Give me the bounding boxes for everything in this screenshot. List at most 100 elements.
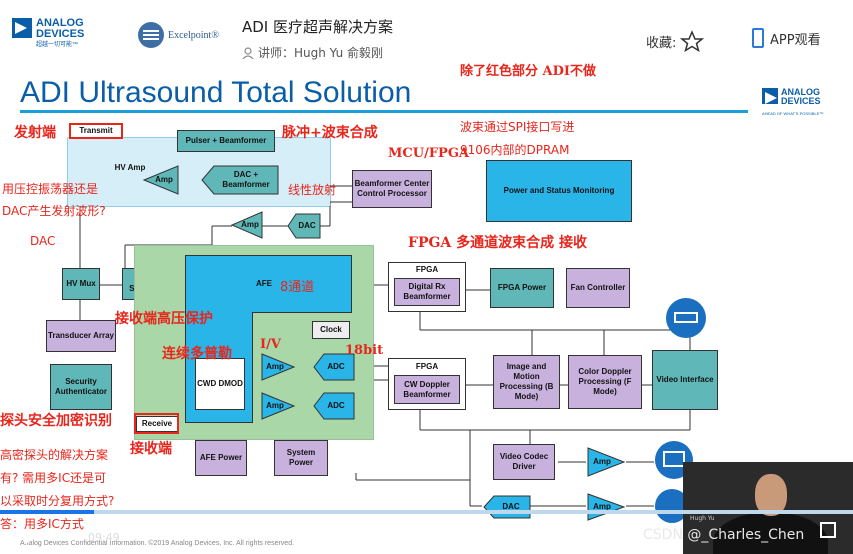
transmit-highlight — [69, 123, 123, 139]
hv-mux-block[interactable]: HV Mux — [62, 268, 100, 300]
star-icon — [680, 30, 705, 52]
cwd-dmod-block[interactable]: CWD DMOD — [195, 358, 245, 410]
adc-a-shape[interactable] — [312, 352, 356, 382]
fpga1-label: FPGA — [415, 265, 439, 274]
slide-title: ADI Ultrasound Total Solution — [20, 76, 412, 109]
video-progress-bar[interactable] — [0, 510, 853, 514]
security-authenticator-block[interactable]: Security Authenticator — [50, 364, 112, 410]
fan-controller-block[interactable]: Fan Controller — [566, 268, 630, 308]
course-title: ADI 医疗超声解决方案 — [242, 18, 394, 36]
annotation-mcu-fpga: MCU/FPGA — [388, 146, 470, 161]
video-progress-fill — [0, 510, 94, 514]
user-icon — [242, 46, 254, 59]
adi-logo-icon — [12, 18, 32, 38]
video-output-icon — [666, 298, 706, 338]
annotation-spi-2: 9106内部的DPRAM — [460, 143, 570, 157]
dac-beamformer-shape[interactable] — [200, 164, 280, 196]
receive-highlight — [134, 413, 179, 434]
adc-b-shape[interactable] — [312, 391, 356, 421]
annotation-rx-hv-protect: 接收端高压保护 — [115, 311, 213, 327]
dac-mid-label: DAC — [298, 221, 316, 230]
excelpoint-icon — [138, 22, 164, 48]
annotation-18bit: 18bit — [345, 343, 384, 358]
afe-block[interactable]: AFE — [185, 255, 352, 313]
color-doppler-processing-block[interactable]: Color Doppler Processing (F Mode) — [568, 355, 642, 409]
digital-rx-beamformer-block[interactable]: Digital Rx Beamformer — [394, 278, 460, 306]
speaker-icon — [655, 489, 689, 523]
video-interface-block[interactable]: Video Interface — [652, 350, 718, 410]
fpga-power-block[interactable]: FPGA Power — [490, 268, 554, 308]
amp-a-triangle[interactable] — [260, 352, 296, 382]
app-watch-label: APP观看 — [770, 32, 821, 48]
annotation-vco-1: 用压控振荡器还是 — [2, 182, 99, 196]
video-codec-driver-block[interactable]: Video Codec Driver — [493, 444, 555, 480]
adc-b-label: ADC — [327, 401, 345, 410]
amp-mid-triangle[interactable] — [230, 210, 264, 240]
amp-b-triangle[interactable] — [260, 391, 296, 421]
current-time: 08:21 — [46, 531, 82, 544]
csdn-watermark: CSDN @_Charles_Chen — [643, 527, 805, 543]
annotation-linear: 线性放射 — [288, 183, 337, 197]
fpga2-label: FPGA — [415, 362, 439, 371]
annotation-pulse-beam: 脉冲+波束合成 — [282, 125, 378, 141]
slide-adi-logo: ANALOG DEVICES AHEAD OF WHAT'S POSSIBLE™ — [762, 88, 823, 119]
favorite-label: 收藏: — [646, 35, 677, 51]
app-watch-button[interactable]: APP观看 — [752, 28, 821, 48]
transducer-array-block[interactable]: Transducer Array — [46, 320, 116, 352]
annotation-probe-security: 探头安全加密识别 — [0, 413, 112, 429]
amp-d-label: Amp — [593, 502, 611, 511]
clock-block[interactable]: Clock — [312, 321, 350, 339]
amp-c-triangle[interactable] — [586, 446, 626, 478]
adi-logo-line2: DEVICES — [36, 28, 85, 40]
receive-label: Receive — [136, 416, 178, 432]
cw-doppler-beamformer-block[interactable]: CW Doppler Beamformer — [394, 375, 460, 404]
annotation-hd-probe-1: 高密探头的解决方案 — [0, 448, 109, 462]
favorite-button[interactable]: 收藏: — [646, 30, 705, 52]
dac-beamformer-label: DAC + Beamformer — [222, 170, 270, 189]
slide-title-rule — [20, 110, 748, 113]
phone-icon — [752, 28, 764, 48]
slide-adi-logo-icon — [762, 88, 778, 104]
hv-amp-label: HV Amp — [114, 163, 146, 172]
amp-mid-label: Amp — [241, 220, 259, 229]
annotation-tx-end: 发射端 — [14, 125, 56, 141]
dac-bottom-label: DAC — [502, 502, 520, 511]
amp-b-label: Amp — [266, 401, 284, 410]
excelpoint-label: Excelpoint® — [168, 29, 219, 41]
fullscreen-icon[interactable] — [820, 522, 836, 538]
amp-tx-label: Amp — [155, 175, 173, 184]
power-status-block[interactable]: Power and Status Monitoring — [486, 160, 632, 222]
dac-mid-shape[interactable] — [286, 212, 322, 240]
slide-footer: Analog Devices Confidential Information.… — [20, 540, 295, 547]
total-time: 09:49 — [88, 531, 120, 544]
beamformer-ccp-block[interactable]: Beamformer Center Control Processor — [352, 170, 432, 208]
annotation-vco-2: DAC产生发射波形? — [2, 204, 106, 218]
presenter-name: Hugh Yu — [690, 515, 715, 522]
annotation-spi-1: 波束通过SPI接口写进 — [460, 120, 575, 134]
adc-a-label: ADC — [327, 362, 345, 371]
annotation-answer: 答：用多IC方式 — [0, 517, 84, 531]
image-motion-processing-block[interactable]: Image and Motion Processing (B Mode) — [493, 355, 560, 409]
amp-c-label: Amp — [593, 457, 611, 466]
afe-power-block[interactable]: AFE Power — [195, 440, 247, 476]
amp-tx-triangle[interactable] — [142, 164, 180, 196]
system-power-block[interactable]: System Power — [274, 440, 328, 476]
annotation-red-only: 除了红色部分 ADI不做 — [460, 64, 596, 79]
annotation-hd-probe-2: 有? 需用多IC还是可 — [0, 471, 107, 485]
annotation-fpga-rx: FPGA 多通道波束合成 接收 — [408, 235, 588, 251]
slide-adi-line2: DEVICES — [781, 96, 821, 106]
adi-logo-tagline: 超越一切可能™ — [36, 42, 79, 48]
pulser-beamformer-block[interactable]: Pulser + Beamformer — [177, 130, 275, 152]
transmit-label: Transmit — [70, 124, 122, 138]
play-icon[interactable] — [22, 530, 38, 546]
annotation-cw-doppler: 连续多普勒 — [162, 346, 232, 362]
amp-a-label: Amp — [266, 362, 284, 371]
annotation-rx-end: 接收端 — [130, 441, 172, 457]
course-header: ANALOG DEVICES 超越一切可能™ Excelpoint® ADI 医… — [0, 0, 853, 70]
adi-logo: ANALOG DEVICES 超越一切可能™ — [12, 18, 84, 51]
annotation-iv: I/V — [260, 337, 281, 352]
annotation-dac: DAC — [30, 234, 56, 248]
adi-logo-line1: ANALOG — [36, 17, 84, 29]
lecturer: 讲师：Hugh Yu 俞毅刚 — [242, 44, 383, 61]
annotation-hd-probe-3: 以采取时分复用方式? — [0, 494, 115, 508]
